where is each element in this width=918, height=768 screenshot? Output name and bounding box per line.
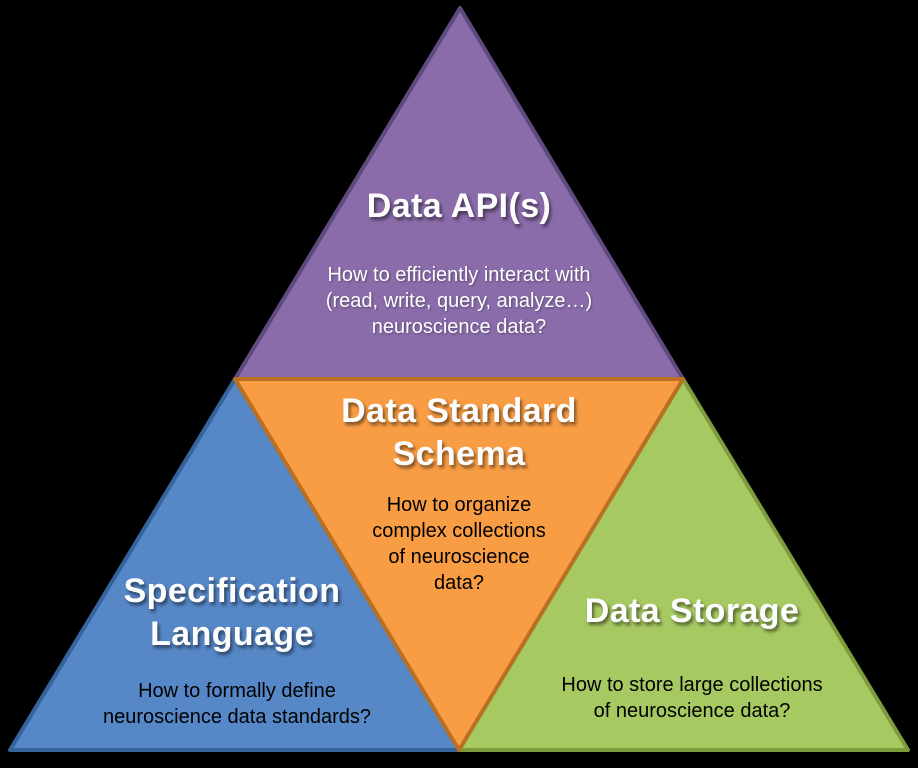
api-triangle [233, 6, 685, 381]
schema-triangle [233, 377, 685, 752]
